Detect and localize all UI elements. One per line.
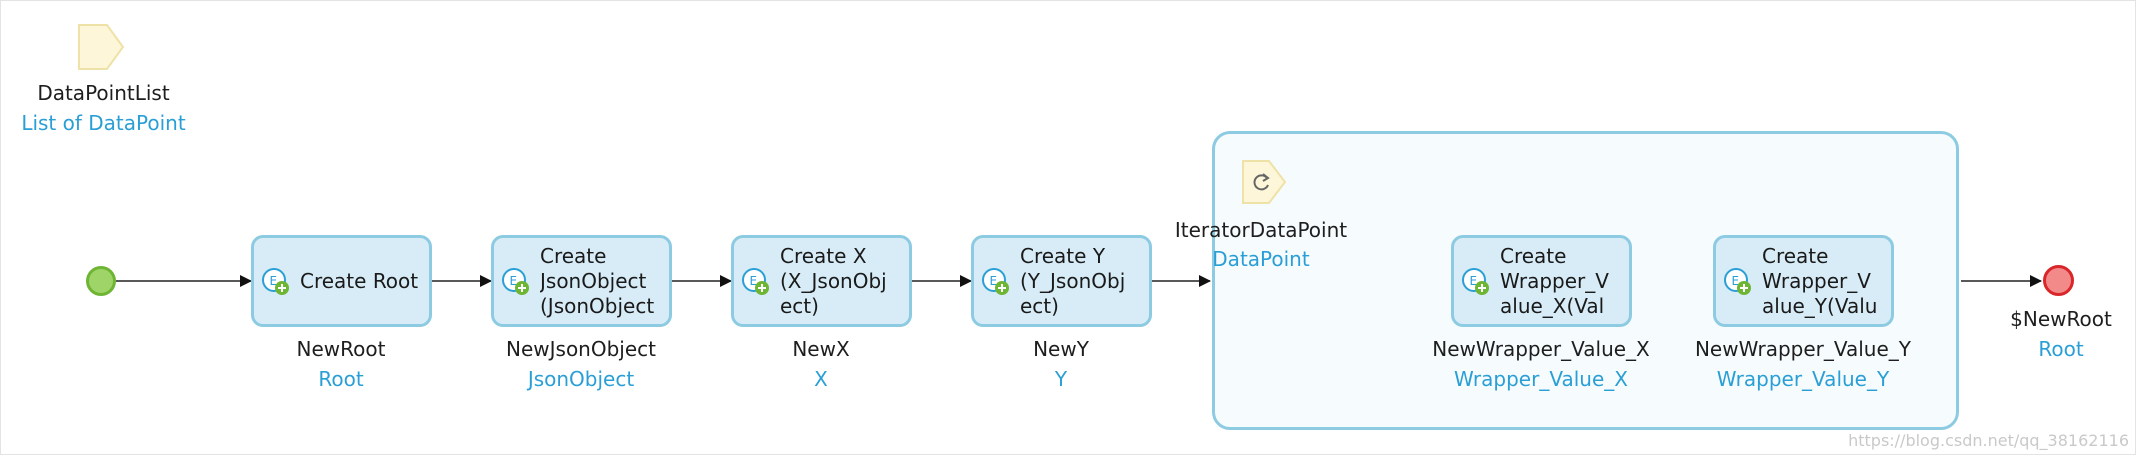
loop-iterator-type: DataPoint <box>1212 247 1310 271</box>
end-event[interactable] <box>2043 265 2074 296</box>
svg-text:E: E <box>270 274 278 288</box>
activity-variable-type: Wrapper_Value_X <box>1454 367 1628 391</box>
activity-variable-type: X <box>814 367 828 391</box>
parameter-name: DataPointList <box>37 81 170 105</box>
activity-create-x[interactable]: E Create X (X_JsonObj ect) <box>731 235 912 327</box>
activity-label: Create JsonObject (JsonObject <box>540 243 655 318</box>
svg-text:E: E <box>990 274 998 288</box>
loop-icon[interactable] <box>1241 159 1287 209</box>
end-event-return-type: Root <box>2038 337 2084 361</box>
parameter-type: List of DataPoint <box>21 111 186 135</box>
create-object-icon: E <box>501 267 531 297</box>
svg-text:E: E <box>750 274 758 288</box>
activity-create-wrapper-value-y[interactable]: E Create Wrapper_V alue_Y(Valu <box>1713 235 1894 327</box>
activity-variable-name: NewWrapper_Value_Y <box>1694 337 1912 361</box>
create-object-icon: E <box>1461 267 1491 297</box>
end-event-return-value: $NewRoot <box>2010 307 2112 331</box>
activity-variable-type: Y <box>1054 367 1068 391</box>
activity-variable-name: NewY <box>1033 337 1089 361</box>
activity-label: Create Y (Y_JsonObj ect) <box>1020 243 1126 318</box>
watermark: https://blog.csdn.net/qq_38162116 <box>1848 431 2129 450</box>
activity-create-y[interactable]: E Create Y (Y_JsonObj ect) <box>971 235 1152 327</box>
parameter-document-icon[interactable] <box>77 23 127 75</box>
create-object-icon: E <box>981 267 1011 297</box>
create-object-icon: E <box>741 267 771 297</box>
activity-label: Create Wrapper_V alue_Y(Valu <box>1762 243 1878 318</box>
activity-label: Create X (X_JsonObj ect) <box>780 243 887 318</box>
activity-label: Create Root <box>300 268 419 293</box>
activity-variable-name: NewWrapper_Value_X <box>1432 337 1650 361</box>
create-object-icon: E <box>261 267 291 297</box>
activity-variable-name: NewJsonObject <box>506 337 656 361</box>
start-event[interactable] <box>86 266 116 296</box>
activity-variable-name: NewRoot <box>296 337 386 361</box>
activity-label: Create Wrapper_V alue_X(Val <box>1500 243 1609 318</box>
activity-create-wrapper-value-x[interactable]: E Create Wrapper_V alue_X(Val <box>1451 235 1632 327</box>
svg-text:E: E <box>510 274 518 288</box>
activity-create-jsonobject[interactable]: E Create JsonObject (JsonObject <box>491 235 672 327</box>
create-object-icon: E <box>1723 267 1753 297</box>
activity-variable-type: JsonObject <box>527 367 635 391</box>
activity-variable-name: NewX <box>792 337 850 361</box>
activity-variable-type: Wrapper_Value_Y <box>1716 367 1890 391</box>
svg-text:E: E <box>1732 274 1740 288</box>
loop-iterator-name: IteratorDataPoint <box>1174 218 1348 242</box>
activity-create-root[interactable]: E Create Root <box>251 235 432 327</box>
svg-text:E: E <box>1470 274 1478 288</box>
activity-variable-type: Root <box>318 367 364 391</box>
